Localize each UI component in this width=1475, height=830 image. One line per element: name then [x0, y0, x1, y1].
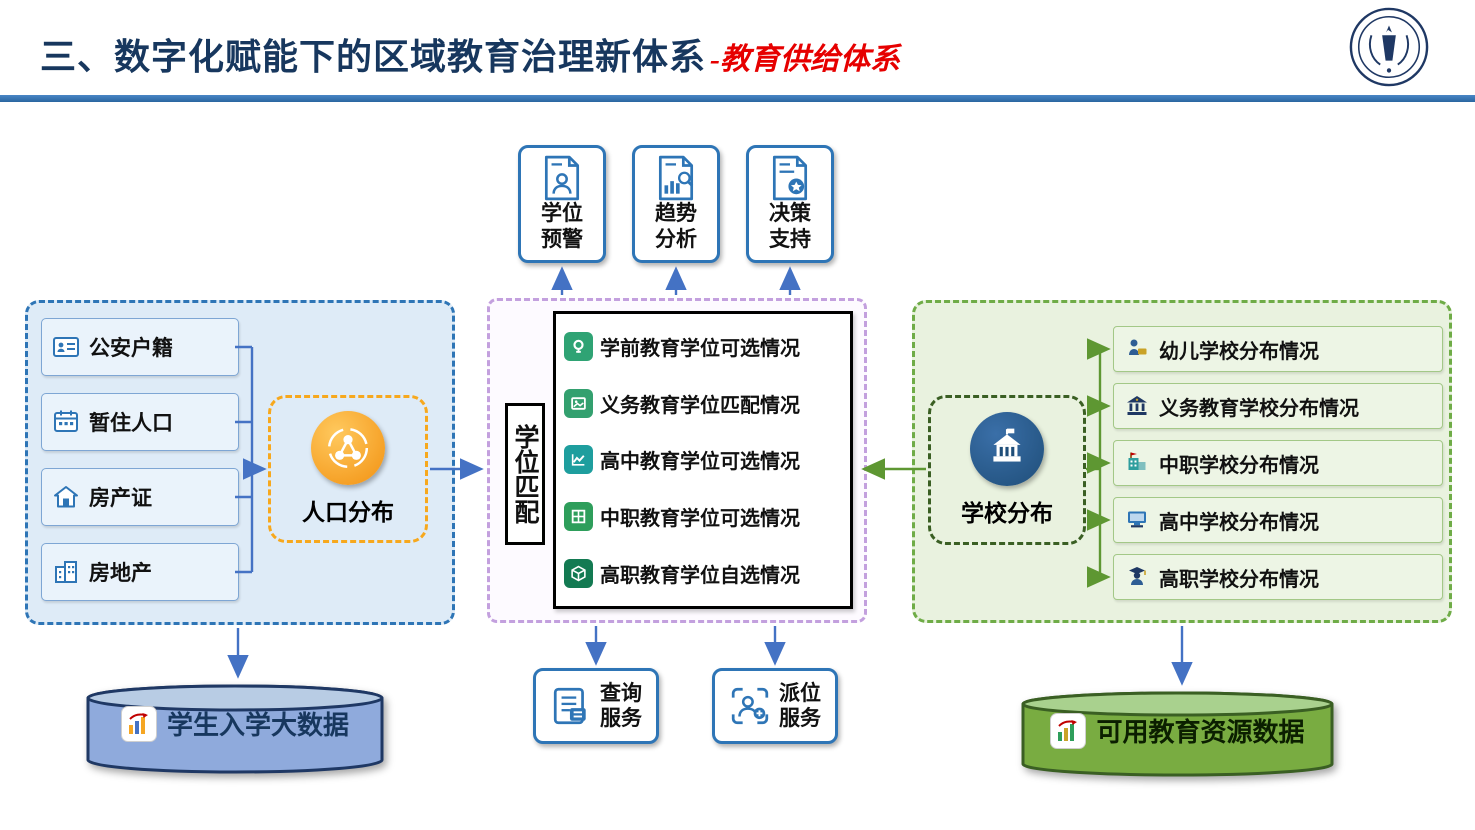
campus-building-icon: [1128, 452, 1146, 470]
computer-icon: [1128, 511, 1146, 528]
source-item-label: 暂住人口: [89, 412, 173, 435]
service-box-query: 查询 服务: [533, 668, 659, 744]
school-item-label: 幼儿学校分布情况: [1159, 340, 1319, 363]
database-label-row: 可用教育资源数据: [1020, 712, 1335, 749]
source-item-real-estate: 房地产: [41, 543, 239, 601]
source-item-property-certificate: 房产证: [41, 468, 239, 526]
list-item: 义务教育学位匹配情况: [564, 388, 848, 418]
education-resource-database: 可用教育资源数据: [1020, 690, 1335, 778]
share-network-icon: [327, 427, 369, 469]
title-divider-rule: [0, 95, 1475, 102]
school-item-compulsory: 义务教育学校分布情况: [1113, 383, 1443, 429]
degree-matching-panel: 学位匹配 学前教育学位可选情况 义务教育学位匹配情况 高中教育学位可选情况: [487, 298, 867, 623]
database-cylinder-shape: [86, 684, 384, 774]
degree-matching-vertical-label: 学位匹配: [505, 403, 545, 545]
service-box-degree-warning: 学位 预警: [518, 145, 606, 263]
bank-building-icon: [1127, 396, 1147, 415]
student-enrollment-database: 学生入学大数据: [85, 683, 385, 775]
page-title: 三、数字化赋能下的区域教育治理新体系: [40, 36, 707, 77]
degree-status-list: 学前教育学位可选情况 义务教育学位匹配情况 高中教育学位可选情况 中职教育学位可…: [553, 311, 853, 609]
graduate-icon: [1129, 567, 1146, 585]
service-box-decision-support: 决策 支持: [746, 145, 834, 263]
list-item: 高职教育学位自选情况: [564, 559, 848, 589]
service-label-line2: 预警: [541, 228, 583, 251]
query-service-icon: [553, 687, 586, 725]
service-box-allocation: 派位 服务: [712, 668, 838, 744]
list-item: 高中教育学位可选情况: [564, 445, 848, 475]
database-label-row: 学生入学大数据: [85, 705, 385, 742]
service-box-trend-analysis: 趋势 分析: [632, 145, 720, 263]
highschool-seat-icon: [564, 445, 593, 475]
list-item: 中职教育学位可选情况: [564, 502, 848, 532]
allocation-service-icon: [731, 687, 769, 725]
school-item-highschool: 高中学校分布情况: [1113, 497, 1443, 543]
list-item-label: 学前教育学位可选情况: [600, 337, 800, 360]
service-label: 派位 服务: [779, 681, 821, 730]
school-hub-label: 学校分布: [961, 500, 1053, 526]
school-hub-circle: [970, 412, 1044, 486]
population-hub-circle: [311, 411, 385, 485]
real-estate-icon: [55, 561, 77, 583]
source-item-household-registration: 公安户籍: [41, 318, 239, 376]
school-item-label: 义务教育学校分布情况: [1159, 397, 1359, 420]
university-seal-logo: [1349, 7, 1429, 87]
database-label: 可用教育资源数据: [1096, 717, 1305, 747]
bar-chart-icon: [120, 705, 157, 742]
database-cylinder-shape: [1021, 691, 1334, 777]
higher-vocational-seat-icon: [564, 559, 593, 589]
source-item-label: 房产证: [89, 487, 152, 510]
decision-support-doc-icon: [772, 155, 808, 201]
school-item-label: 高中学校分布情况: [1159, 511, 1319, 534]
list-item-label: 高职教育学位自选情况: [600, 565, 800, 588]
temporary-resident-icon: [54, 410, 78, 432]
vocational-seat-icon: [564, 502, 593, 532]
source-item-label: 公安户籍: [89, 337, 173, 360]
population-distribution-hub: 人口分布: [268, 395, 428, 543]
list-item-label: 义务教育学位匹配情况: [600, 394, 800, 417]
population-data-panel: 公安户籍 暂住人口 房产证: [25, 300, 455, 625]
source-item-label: 房地产: [89, 562, 152, 585]
school-item-label: 中职学校分布情况: [1159, 454, 1319, 477]
service-label: 查询 服务: [600, 681, 642, 730]
kindergarten-icon: [1129, 339, 1147, 355]
population-hub-label: 人口分布: [302, 499, 394, 525]
school-distribution-panel: 学校分布 幼儿学校分布情况 义务教育学校分布情况: [912, 300, 1452, 623]
school-item-kindergarten: 幼儿学校分布情况: [1113, 326, 1443, 372]
compulsory-match-icon: [564, 388, 593, 418]
service-label-line2: 支持: [769, 228, 811, 251]
list-item-label: 高中教育学位可选情况: [600, 451, 800, 474]
header: 三、数字化赋能下的区域教育治理新体系-教育供给体系: [40, 28, 900, 80]
service-label-line1: 趋势: [655, 202, 697, 226]
school-building-icon: [993, 428, 1021, 462]
school-item-higher-vocational: 高职学校分布情况: [1113, 554, 1443, 600]
school-distribution-hub: 学校分布: [928, 395, 1086, 545]
page-subtitle: -教育供给体系: [710, 43, 901, 76]
list-item-label: 中职教育学位可选情况: [600, 508, 800, 531]
service-label-line1: 学位: [541, 202, 583, 226]
bar-chart-icon: [1050, 712, 1087, 749]
service-label-line2: 分析: [655, 228, 697, 251]
database-label: 学生入学大数据: [166, 710, 349, 740]
source-item-temporary-residents: 暂住人口: [41, 393, 239, 451]
school-item-secondary-vocational: 中职学校分布情况: [1113, 440, 1443, 486]
house-certificate-icon: [54, 486, 78, 508]
school-item-label: 高职学校分布情况: [1159, 568, 1319, 591]
id-card-icon: [53, 337, 79, 357]
list-item: 学前教育学位可选情况: [564, 331, 848, 361]
preschool-seat-icon: [564, 331, 593, 361]
degree-warning-doc-icon: [544, 155, 580, 201]
trend-analysis-doc-icon: [658, 155, 694, 201]
service-label-line1: 决策: [769, 202, 811, 226]
